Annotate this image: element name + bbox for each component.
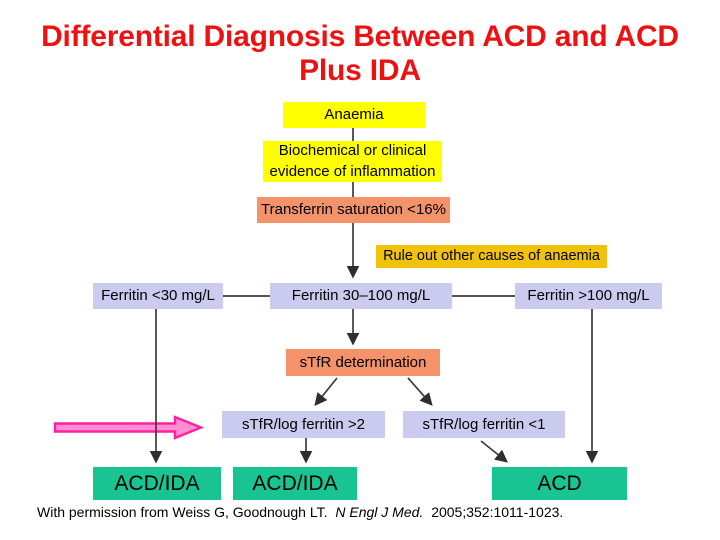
- node-ferritin-mid: Ferritin 30–100 mg/L: [270, 283, 452, 309]
- citation: With permission from Weiss G, Goodnough …: [37, 504, 563, 520]
- citation-prefix: With permission from Weiss G, Goodnough …: [37, 504, 328, 520]
- node-ferritin-high: Ferritin >100 mg/L: [515, 283, 662, 309]
- node-acd: ACD: [492, 467, 627, 500]
- node-stfr-log-ferritin-lt1: sTfR/log ferritin <1: [403, 411, 565, 438]
- node-acd-ida-left: ACD/IDA: [93, 467, 221, 500]
- connector-ratio-lt1-acd: [480, 440, 508, 463]
- connector-lines: [149, 128, 599, 464]
- highlight-arrow-icon: [53, 415, 205, 440]
- node-ferritin-low: Ferritin <30 mg/L: [93, 283, 223, 309]
- node-stfr-log-ferritin-gt2: sTfR/log ferritin >2: [222, 411, 385, 438]
- node-stfr-determination: sTfR determination: [286, 349, 440, 376]
- node-inflammation: Biochemical or clinical evidence of infl…: [263, 141, 442, 182]
- connector-stfr-ratio-gt2: [314, 377, 338, 406]
- node-rule-out-other-causes: Rule out other causes of anaemia: [376, 245, 607, 268]
- citation-suffix: 2005;352:1011-1023.: [431, 504, 564, 520]
- citation-journal: N Engl J Med.: [335, 504, 424, 520]
- slide-title: Differential Diagnosis Between ACD and A…: [41, 20, 679, 87]
- connector-stfr-ratio-lt1: [407, 377, 433, 406]
- node-anaemia: Anaemia: [283, 102, 425, 128]
- node-transferrin-saturation: Transferrin saturation <16%: [257, 197, 450, 223]
- node-acd-ida-mid: ACD/IDA: [233, 467, 357, 500]
